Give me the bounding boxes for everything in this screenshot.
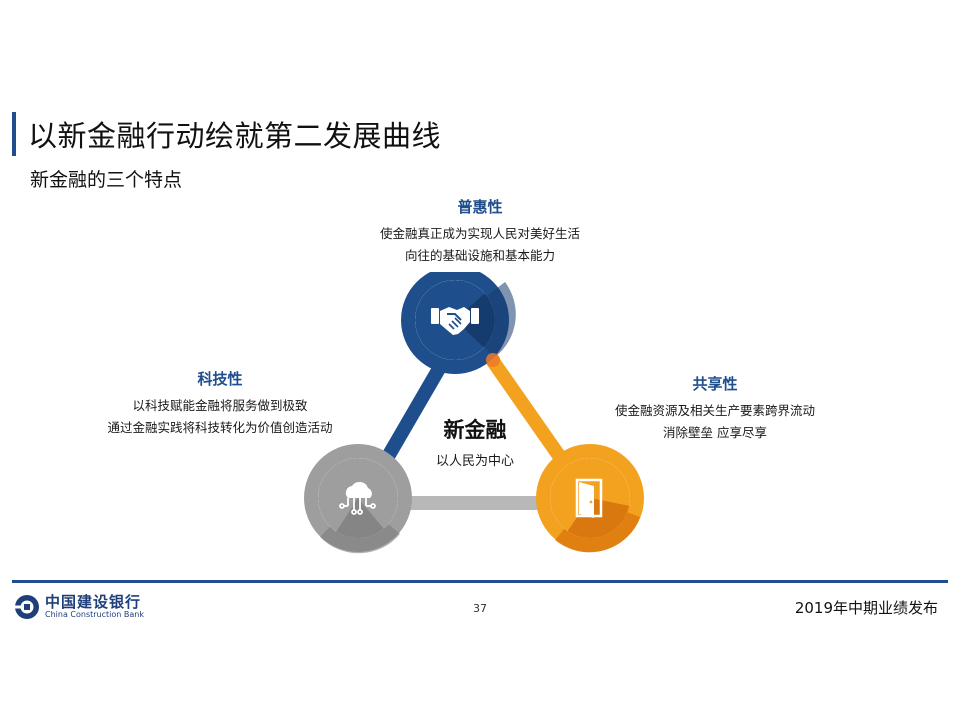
feature-sharing-line-1: 使金融资源及相关生产要素跨界流动 [614, 403, 815, 418]
feature-inclusive: 普惠性 使金融真正成为实现人民对美好生活 向往的基础设施和基本能力 [330, 196, 630, 267]
feature-technology: 科技性 以科技赋能金融将服务做到极致 通过金融实践将科技转化为价值创造活动 [60, 368, 380, 439]
title-accent-bar [12, 112, 16, 156]
page-subtitle: 新金融的三个特点 [30, 169, 183, 191]
diagram-center: 新金融 以人民为中心 [405, 414, 545, 469]
handshake-icon [431, 307, 479, 335]
node-left [304, 444, 412, 554]
feature-sharing-line-2: 消除壁垒 应享尽享 [663, 425, 767, 440]
logo-english-name: China Construction Bank [45, 610, 144, 619]
feature-inclusive-line-1: 使金融真正成为实现人民对美好生活 [379, 226, 580, 241]
triangle-diagram [304, 272, 644, 554]
footer-event-title: 2019年中期业绩发布 [794, 599, 938, 617]
feature-inclusive-line-2: 向往的基础设施和基本能力 [404, 248, 555, 263]
open-door-icon [575, 478, 603, 518]
cloud-network-icon [339, 481, 376, 515]
node-right [536, 444, 644, 553]
feature-technology-title: 科技性 [197, 370, 243, 388]
center-title: 新金融 [443, 418, 507, 442]
feature-sharing-title: 共享性 [692, 375, 738, 393]
logo-chinese-name: 中国建设银行 [45, 593, 142, 611]
center-subtitle: 以人民为中心 [435, 454, 514, 469]
connector-top-right [483, 350, 569, 467]
feature-technology-line-1: 以科技赋能金融将服务做到极致 [132, 398, 308, 413]
bank-logo: 中国建设银行 China Construction Bank [14, 594, 144, 620]
footer-divider [12, 580, 948, 583]
feature-technology-line-2: 通过金融实践将科技转化为价值创造活动 [107, 420, 333, 435]
ccb-logo-icon [14, 595, 39, 619]
feature-sharing: 共享性 使金融资源及相关生产要素跨界流动 消除壁垒 应享尽享 [585, 373, 845, 444]
feature-inclusive-title: 普惠性 [457, 198, 503, 216]
node-top [401, 272, 516, 374]
page-title: 以新金融行动绘就第二发展曲线 [28, 119, 442, 153]
page-number: 37 [473, 602, 487, 615]
connector-top-left [379, 360, 447, 467]
